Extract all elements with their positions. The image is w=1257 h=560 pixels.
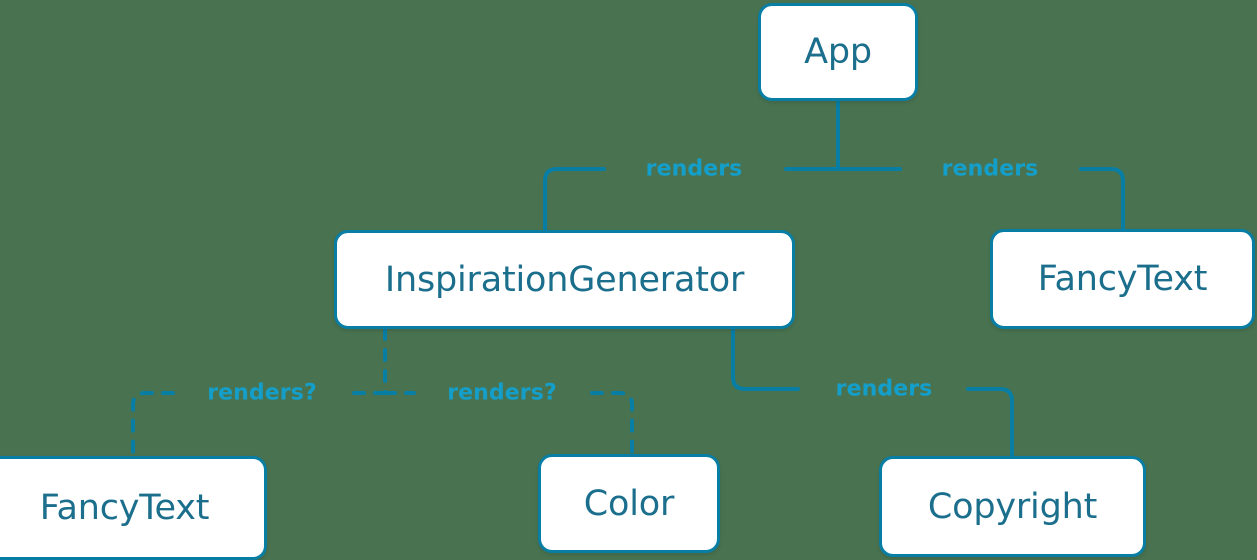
edge-inspirationgenerator-to-copyright [731,327,1014,458]
edge-label-inspirationgenerator-renders-fancytext: renders? [207,380,317,406]
node-color[interactable]: Color [538,454,720,553]
edge-label-inspirationgenerator-renders-color: renders? [447,380,557,406]
edge-app-to-inspirationgenerator [543,167,840,232]
node-fancytext-right[interactable]: FancyText [990,229,1255,329]
edge-inspirationgenerator-to-fancytext [131,391,387,458]
edge-label-app-renders-fancytext: renders [941,156,1039,182]
node-copyright[interactable]: Copyright [879,456,1146,557]
edge-label-inspirationgenerator-renders-copyright: renders [835,376,933,402]
edge-label-app-renders-inspirationgenerator: renders [645,156,743,182]
node-inspirationgenerator[interactable]: InspirationGenerator [334,230,795,329]
node-fancytext-bottom[interactable]: FancyText [0,456,267,560]
node-app[interactable]: App [758,3,918,101]
edge-inspirationgenerator-to-color [383,391,634,456]
edge-app-to-fancytext [836,167,1125,231]
